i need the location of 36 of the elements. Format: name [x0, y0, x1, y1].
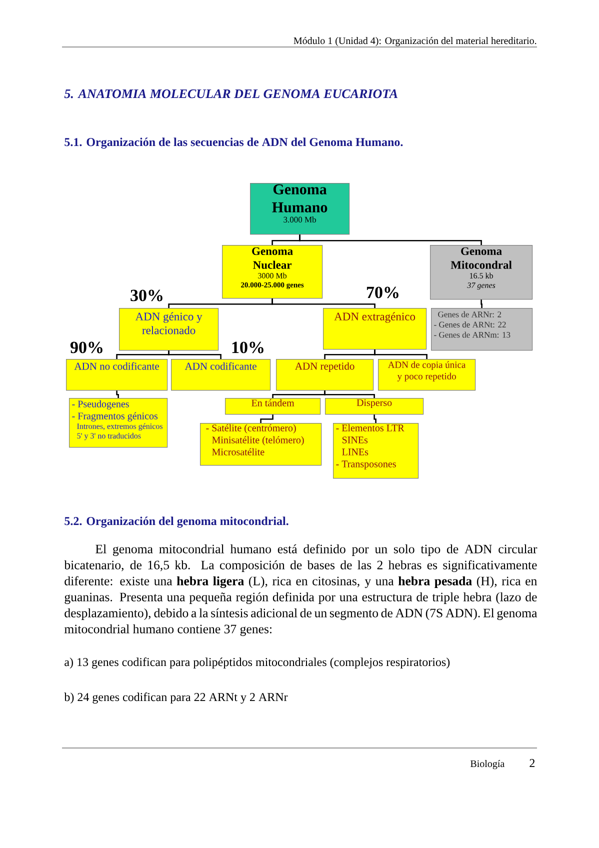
connector-line — [480, 300, 482, 308]
percentage-label: 70% — [366, 286, 398, 298]
category-box: En tándem — [225, 398, 321, 415]
genome-box: Genoma Mitocondral 16.5 kb 37 genes — [430, 245, 533, 300]
list-box: - Elementos LTR SINEs LINEs - Transposones — [333, 423, 419, 479]
list-box: - Satélite (centrómero) Minisatélite (telómero) Microsatélite — [200, 423, 322, 466]
category-box: ADN no codificante — [66, 359, 168, 391]
connector-line — [272, 298, 376, 308]
percentage-label: 30% — [130, 290, 162, 302]
category-box: ADN extragénico — [323, 308, 427, 350]
body-paragraph: El genoma mitocondrial humano está definido por un solo tipo de ADN circular bicatenario, de 16,5 kb. La composición de bases de las 2 hebras es significativamente diferente: existe una hebra ligera (L), rica en citosinas, y una hebra pesada (H), rica en guaninas. Presenta una pequeña región definida por una estructura de triple hebra (lazo de desplazamiento), debido a la síntesis adicional de un segmento de ADN (7S ADN). El genoma mitocondrial humano contiene 37 genes: — [64, 544, 538, 636]
section-title: 5. ANATOMIA MOLECULAR DEL GENOMA EUCARIOTA — [64, 89, 398, 98]
percentage-label: 90% — [70, 342, 102, 354]
connector-line — [374, 414, 376, 423]
footer-text: Biología — [470, 760, 504, 770]
percentage-label: 10% — [232, 342, 264, 354]
connector-line — [299, 234, 482, 245]
list-item: b) 24 genes codifican para 22 ARNt y 2 ARNr — [64, 692, 288, 704]
subsection-title: 5.1. Organización de las secuencias de ADN del Genoma Humano. — [64, 138, 403, 149]
category-box: ADN de copia única y poco repetido — [378, 359, 476, 391]
subsection-title: 5.2. Organización del genoma mitocondrial. — [64, 516, 288, 528]
connector-line — [374, 350, 428, 359]
connector-line — [324, 390, 375, 398]
list-box: - Pseudogenes - Fragmentos génicos Intrones, extremos génicos 5' y 3' no traducidos — [69, 398, 168, 448]
connector-line — [260, 414, 274, 423]
category-box: ADN codificante — [171, 359, 271, 391]
page-number: 2 — [530, 759, 535, 767]
running-header: Módulo 1 (Unidad 4): Organización del material hereditario. — [294, 37, 536, 46]
list-item: a) 13 genes codifican para polipéptidos mitocondriales (complejos respiratorios) — [64, 658, 450, 669]
connector-line — [168, 350, 222, 359]
category-box: ADN repetido — [276, 359, 374, 391]
category-box: Disperso — [325, 398, 424, 415]
genome-box: Genoma Humano 3.000 Mb — [250, 183, 350, 235]
connector-line — [116, 390, 119, 398]
category-box: ADN génico y relacionado — [119, 308, 219, 351]
list-box: Genes de ARNr: 2 - Genes de ARNt: 22 - Genes de ARNm: 13 — [431, 308, 533, 351]
